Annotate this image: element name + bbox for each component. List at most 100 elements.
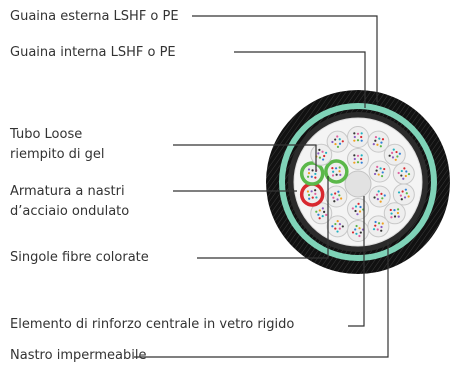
fibre-dot — [310, 175, 313, 178]
tube-outline — [347, 198, 369, 220]
fibre-dot — [353, 135, 356, 139]
loose-tube — [383, 143, 406, 166]
fibre-dot — [401, 190, 404, 193]
loose-tube — [392, 162, 415, 185]
fibre-dot — [402, 177, 405, 180]
fibre-dot — [325, 213, 328, 217]
label-strength-member: Elemento di rinforzo centrale in vetro r… — [10, 315, 294, 335]
loose-tube — [299, 182, 325, 207]
fibre-dot — [393, 215, 397, 218]
loose-tube — [347, 148, 369, 170]
fibre-dot — [323, 210, 326, 213]
fibre-dot — [360, 157, 363, 161]
tube-outline — [347, 126, 369, 148]
fibre-dot — [399, 194, 402, 197]
fibre-dot — [407, 172, 411, 176]
fibre-dot — [333, 200, 336, 203]
tube-outline — [392, 183, 415, 206]
fibre-dot — [323, 154, 326, 158]
fibre-dot — [380, 174, 384, 178]
fibre-dot — [338, 227, 341, 230]
fibre-dot — [389, 208, 392, 212]
fibre-dot — [336, 220, 339, 223]
fibre-dot — [376, 228, 379, 231]
fibre-dot — [358, 227, 361, 230]
fibre-dot — [356, 139, 360, 142]
loose-tube — [325, 185, 348, 208]
fibre-dot — [334, 138, 337, 141]
loose-tube — [299, 161, 325, 186]
inner-sheath-ring — [279, 103, 437, 261]
label-loose-tube-line1: Tubo Loose — [10, 127, 83, 142]
fibre-dot — [372, 142, 375, 146]
fibre-dot — [351, 207, 354, 210]
fibre-dot — [335, 173, 338, 176]
fibre-dot — [334, 227, 337, 230]
highlighted-tube-red — [299, 182, 325, 207]
fibre-dot — [379, 167, 382, 170]
fibre-dot — [354, 228, 357, 231]
fibre-dot — [400, 198, 403, 201]
fibre-dot — [360, 139, 363, 142]
fibre-dot — [381, 222, 384, 225]
fibre-dot — [376, 165, 379, 169]
fibre-dot — [374, 135, 378, 139]
tube-outline — [347, 220, 369, 242]
fibre-dot — [338, 166, 341, 169]
fibre-dot — [311, 196, 314, 199]
label-inner-sheath-text: Guaina interna LSHF o PE — [10, 45, 176, 60]
fibre-dot — [360, 161, 363, 164]
loose-tube — [368, 185, 391, 208]
fibre-dot — [390, 212, 393, 215]
fibre-dot — [331, 174, 335, 177]
fibre-dot — [380, 229, 383, 232]
fibre-dot — [383, 167, 386, 171]
fibre-dot — [341, 140, 344, 143]
fibre-dot — [381, 197, 384, 200]
loose-tubes — [299, 126, 415, 242]
fibre-dot — [373, 172, 377, 176]
fibre-dot — [315, 196, 318, 199]
fibre-dot — [375, 169, 378, 172]
tube-outline — [367, 130, 390, 153]
fibre-dot — [357, 202, 360, 205]
fibre-dot — [380, 141, 383, 144]
fibre-dot — [351, 231, 355, 234]
fibre-dot — [318, 156, 322, 159]
fibre-dot — [397, 215, 400, 218]
fibre-dot — [390, 216, 393, 219]
fibre-dot — [377, 190, 380, 193]
fibre-dot — [378, 137, 381, 140]
loose-tube — [347, 126, 369, 148]
fibre-dot — [307, 172, 311, 175]
fibre-dot — [338, 223, 342, 226]
fibre-dot — [394, 158, 397, 161]
fibre-dot — [354, 209, 357, 213]
fibre-dot — [392, 148, 395, 151]
fibre-dot — [391, 156, 395, 159]
fibre-dot — [356, 154, 360, 157]
fibre-dot — [338, 138, 341, 141]
fibre-dot — [376, 143, 379, 146]
tube-outline — [383, 143, 406, 166]
fibre-dot — [338, 194, 341, 197]
leader-lines — [134, 15, 389, 358]
label-water-tape-text: Nastro impermeabile — [10, 348, 147, 363]
fibre-dot — [380, 192, 383, 195]
fibre-dot — [376, 198, 379, 201]
fibre-dot — [360, 154, 363, 157]
fibre-dot — [360, 132, 363, 135]
fibre-dot — [374, 220, 377, 224]
loose-tube — [392, 183, 415, 206]
fibre-dot — [334, 142, 337, 146]
fibre-dot — [403, 167, 406, 170]
tube-outline — [368, 185, 391, 208]
label-water-tape: Nastro impermeabile — [10, 346, 146, 366]
fibre-dot — [398, 152, 401, 155]
label-loose-tube-line2: riempito di gel — [10, 147, 105, 162]
fibre-dot — [321, 150, 324, 153]
fibre-dot — [338, 170, 341, 173]
fibre-dot — [407, 195, 410, 198]
fibre-dot — [353, 161, 356, 164]
tube-outline — [392, 162, 415, 185]
